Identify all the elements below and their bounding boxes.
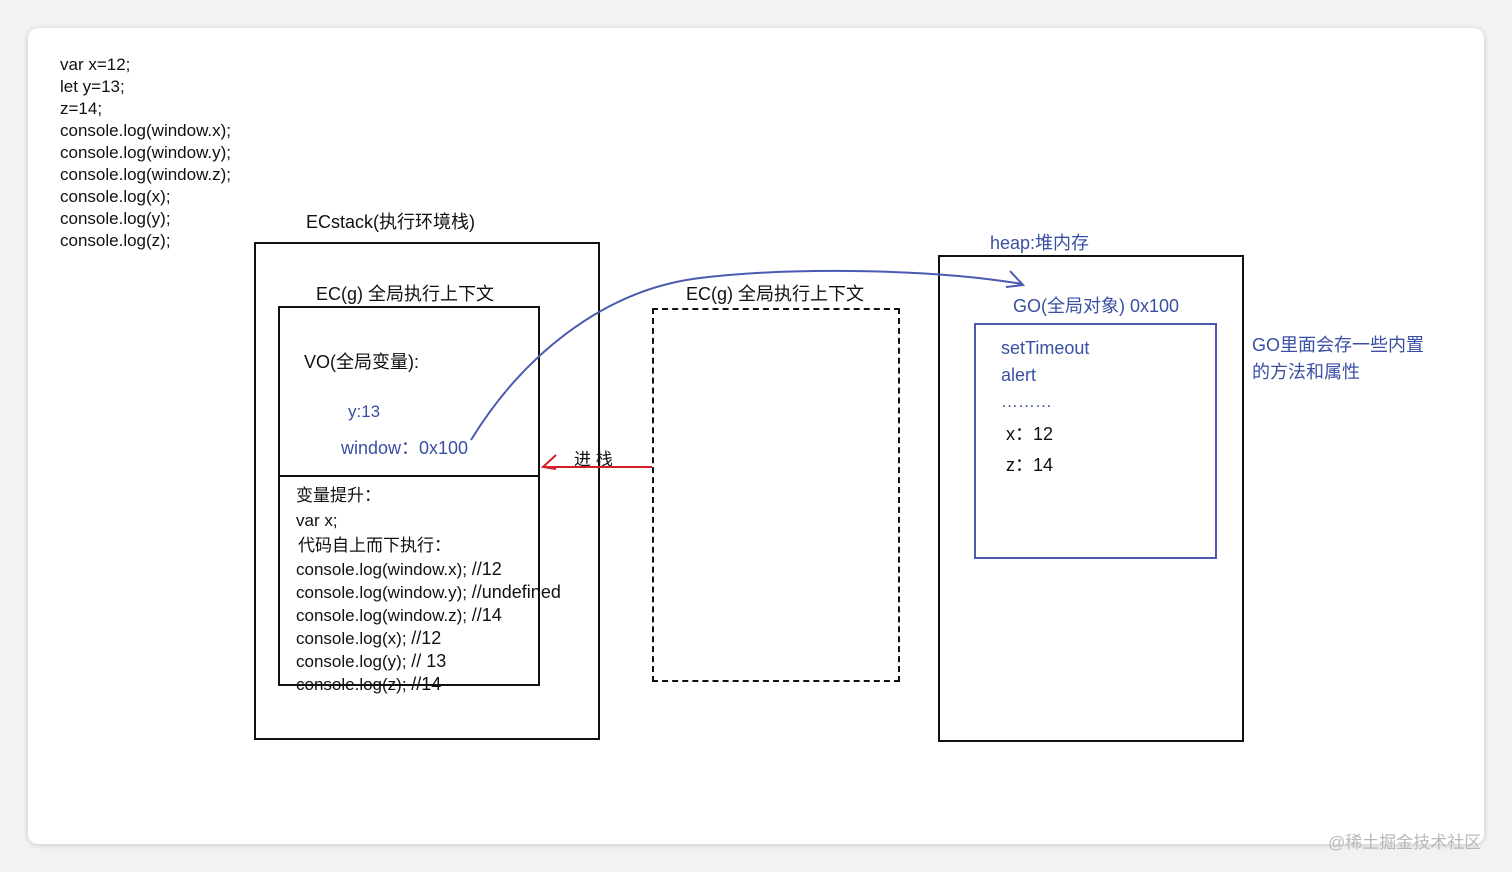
code-line: console.log(x); xyxy=(60,187,171,206)
ecstack-title: ECstack(执行环境栈) xyxy=(306,212,476,232)
reference-arrow-curve xyxy=(470,269,1023,441)
exec-code: console.log(window.x); xyxy=(296,560,468,579)
ecg-label: EC(g) 全局执行上下文 xyxy=(316,284,495,304)
exec-line: console.log(z); //14 xyxy=(296,673,596,696)
exec-code: console.log(y); xyxy=(296,652,407,671)
go-note-line: 的方法和属性 xyxy=(1252,362,1360,382)
vo-window: window：0x100 xyxy=(341,438,469,458)
code-line: console.log(window.y); xyxy=(60,143,232,162)
go-item-ellipsis: ……… xyxy=(1001,392,1052,411)
exec-comment: //undefined xyxy=(471,582,561,602)
ecstack-box xyxy=(254,242,600,740)
exec-comment: // 13 xyxy=(411,651,447,671)
exec-comment: //14 xyxy=(471,605,502,625)
go-item-z: z：14 xyxy=(1006,455,1054,475)
dashed-ecg-label: EC(g) 全局执行上下文 xyxy=(686,284,865,304)
exec-comment: //12 xyxy=(411,628,442,648)
go-label: GO(全局对象) 0x100 xyxy=(1013,296,1180,316)
exec-line: console.log(window.y); //undefined xyxy=(296,581,596,604)
code-line: console.log(y); xyxy=(60,209,171,228)
exec-line: console.log(window.z); //14 xyxy=(296,604,596,627)
vo-y: y:13 xyxy=(348,402,381,421)
go-item-settimeout: setTimeout xyxy=(1001,338,1090,358)
go-note: GO里面会存一些内置 的方法和属性 xyxy=(1252,332,1424,386)
exec-line: console.log(y); // 13 xyxy=(296,650,596,673)
exec-comment: //12 xyxy=(471,559,502,579)
dashed-ecg-box xyxy=(652,308,900,682)
go-item-alert: alert xyxy=(1001,365,1037,385)
code-line: console.log(window.z); xyxy=(60,165,232,184)
push-arrow-head xyxy=(540,454,557,470)
hoist-var: var x; xyxy=(296,511,338,530)
go-item-x: x：12 xyxy=(1006,424,1054,444)
watermark: @稀土掘金技术社区 xyxy=(1328,833,1482,852)
source-code: var x=12; let y=13; z=14; console.log(wi… xyxy=(60,54,231,252)
go-box xyxy=(974,323,1217,559)
hoist-block: 变量提升： var x; 代码自上而下执行： console.log(windo… xyxy=(296,484,596,696)
code-line: console.log(z); xyxy=(60,231,171,250)
go-note-line: GO里面会存一些内置 xyxy=(1252,335,1425,355)
exec-code: console.log(x); xyxy=(296,629,407,648)
hoist-title: 变量提升： xyxy=(296,486,381,505)
vo-divider xyxy=(278,475,540,477)
exec-code: console.log(window.y); xyxy=(296,583,468,602)
vo-title: VO(全局变量): xyxy=(304,352,419,372)
code-line: z=14; xyxy=(60,99,103,118)
exec-comment: //14 xyxy=(411,674,442,694)
exec-line: console.log(x); //12 xyxy=(296,627,596,650)
heap-title: heap:堆内存 xyxy=(990,233,1090,253)
diagram-canvas xyxy=(28,28,1484,844)
code-line: var x=12; xyxy=(60,55,131,74)
ecg-box xyxy=(278,306,540,686)
code-line: console.log(window.x); xyxy=(60,121,232,140)
heap-box xyxy=(938,255,1244,742)
code-line: let y=13; xyxy=(60,77,125,96)
exec-line: console.log(window.x); //12 xyxy=(296,558,596,581)
exec-title: 代码自上而下执行： xyxy=(298,536,451,555)
exec-code: console.log(window.z); xyxy=(296,606,468,625)
push-label: 进 栈 xyxy=(574,450,613,469)
reference-arrow-head xyxy=(1005,270,1026,288)
exec-code: console.log(z); xyxy=(296,675,407,694)
